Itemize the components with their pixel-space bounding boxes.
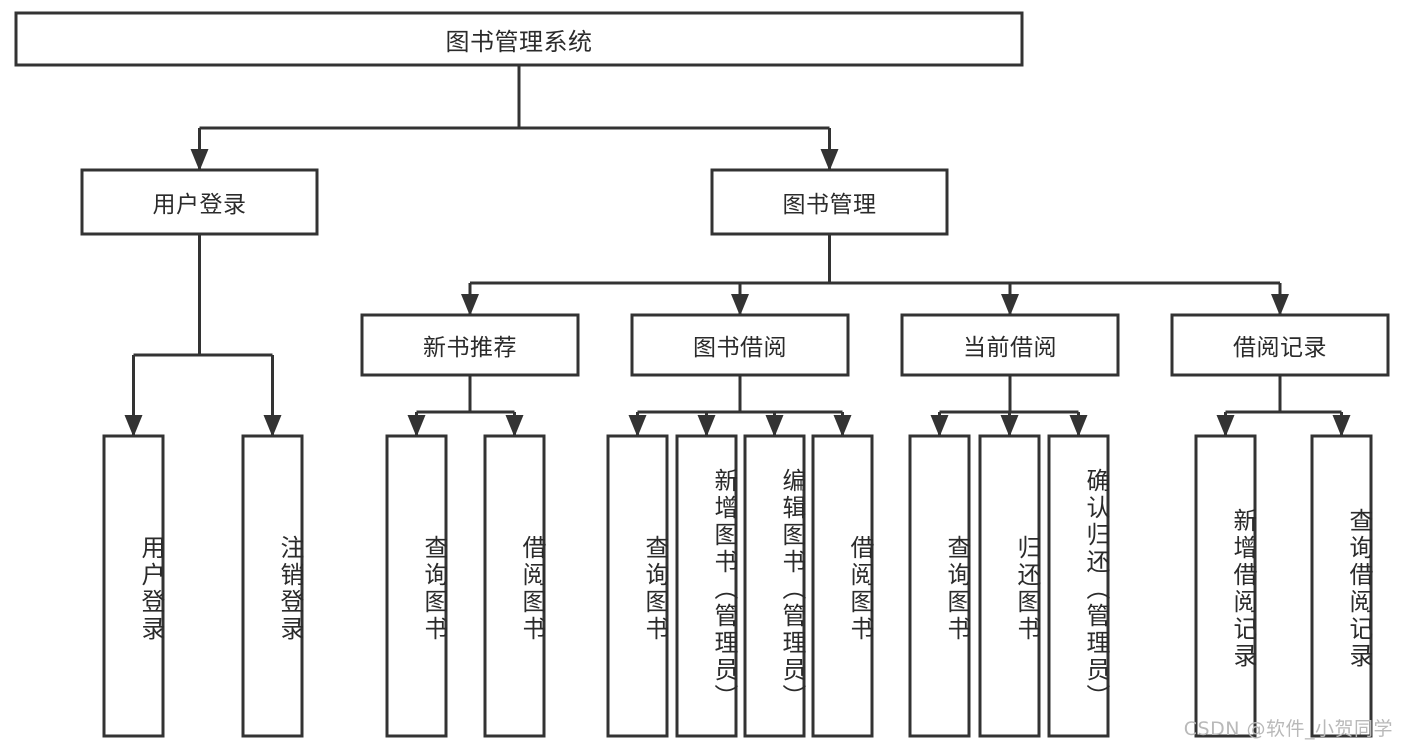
arrow-head-icon: [731, 294, 749, 316]
node-box-borrow-record[interactable]: [1170, 313, 1390, 377]
node-box-leaf-borrow-book-1[interactable]: [483, 434, 546, 738]
node-box-leaf-user-logout[interactable]: [241, 434, 304, 738]
arrow-head-icon: [1069, 415, 1088, 437]
arrow-head-icon: [628, 415, 647, 437]
arrow-head-icon: [697, 415, 716, 437]
watermark: CSDN @软件_小贺同学: [1183, 718, 1393, 740]
node-box-book-borrow[interactable]: [630, 313, 850, 377]
node-box-leaf-borrow-book-2[interactable]: [811, 434, 874, 738]
node-box-book-manage[interactable]: [710, 168, 949, 236]
arrow-head-icon: [407, 415, 426, 437]
arrow-head-icon: [190, 149, 209, 171]
node-box-leaf-user-login[interactable]: [102, 434, 165, 738]
arrow-head-icon: [1216, 415, 1235, 437]
arrow-head-icon: [1000, 415, 1019, 437]
arrow-head-icon: [930, 415, 949, 437]
node-box-leaf-confirm-return[interactable]: [1047, 434, 1110, 738]
node-box-leaf-edit-book[interactable]: [743, 434, 806, 738]
arrow-head-icon: [461, 294, 479, 316]
node-box-leaf-query-book-2[interactable]: [606, 434, 669, 738]
node-box-root[interactable]: [14, 11, 1024, 67]
node-box-leaf-query-book-3[interactable]: [908, 434, 971, 738]
arrow-head-icon: [833, 415, 852, 437]
arrow-head-icon: [505, 415, 524, 437]
arrow-head-icon: [1332, 415, 1351, 437]
arrow-head-icon: [124, 415, 143, 437]
node-box-leaf-add-record[interactable]: [1194, 434, 1257, 738]
node-box-leaf-query-book-1[interactable]: [385, 434, 448, 738]
node-box-leaf-return-book[interactable]: [978, 434, 1041, 738]
node-box-user-login[interactable]: [80, 168, 319, 236]
node-box-leaf-query-record[interactable]: [1310, 434, 1373, 738]
node-box-new-book-recommend[interactable]: [360, 313, 580, 377]
arrow-head-icon: [263, 415, 282, 437]
nodes-layer: [14, 11, 1390, 738]
arrow-head-icon: [1271, 294, 1289, 316]
arrow-head-icon: [820, 149, 839, 171]
arrow-head-icon: [1001, 294, 1019, 316]
connectors-layer: [124, 65, 1351, 437]
arrow-head-icon: [765, 415, 784, 437]
node-box-current-borrow[interactable]: [900, 313, 1120, 377]
node-box-leaf-add-book[interactable]: [675, 434, 738, 738]
